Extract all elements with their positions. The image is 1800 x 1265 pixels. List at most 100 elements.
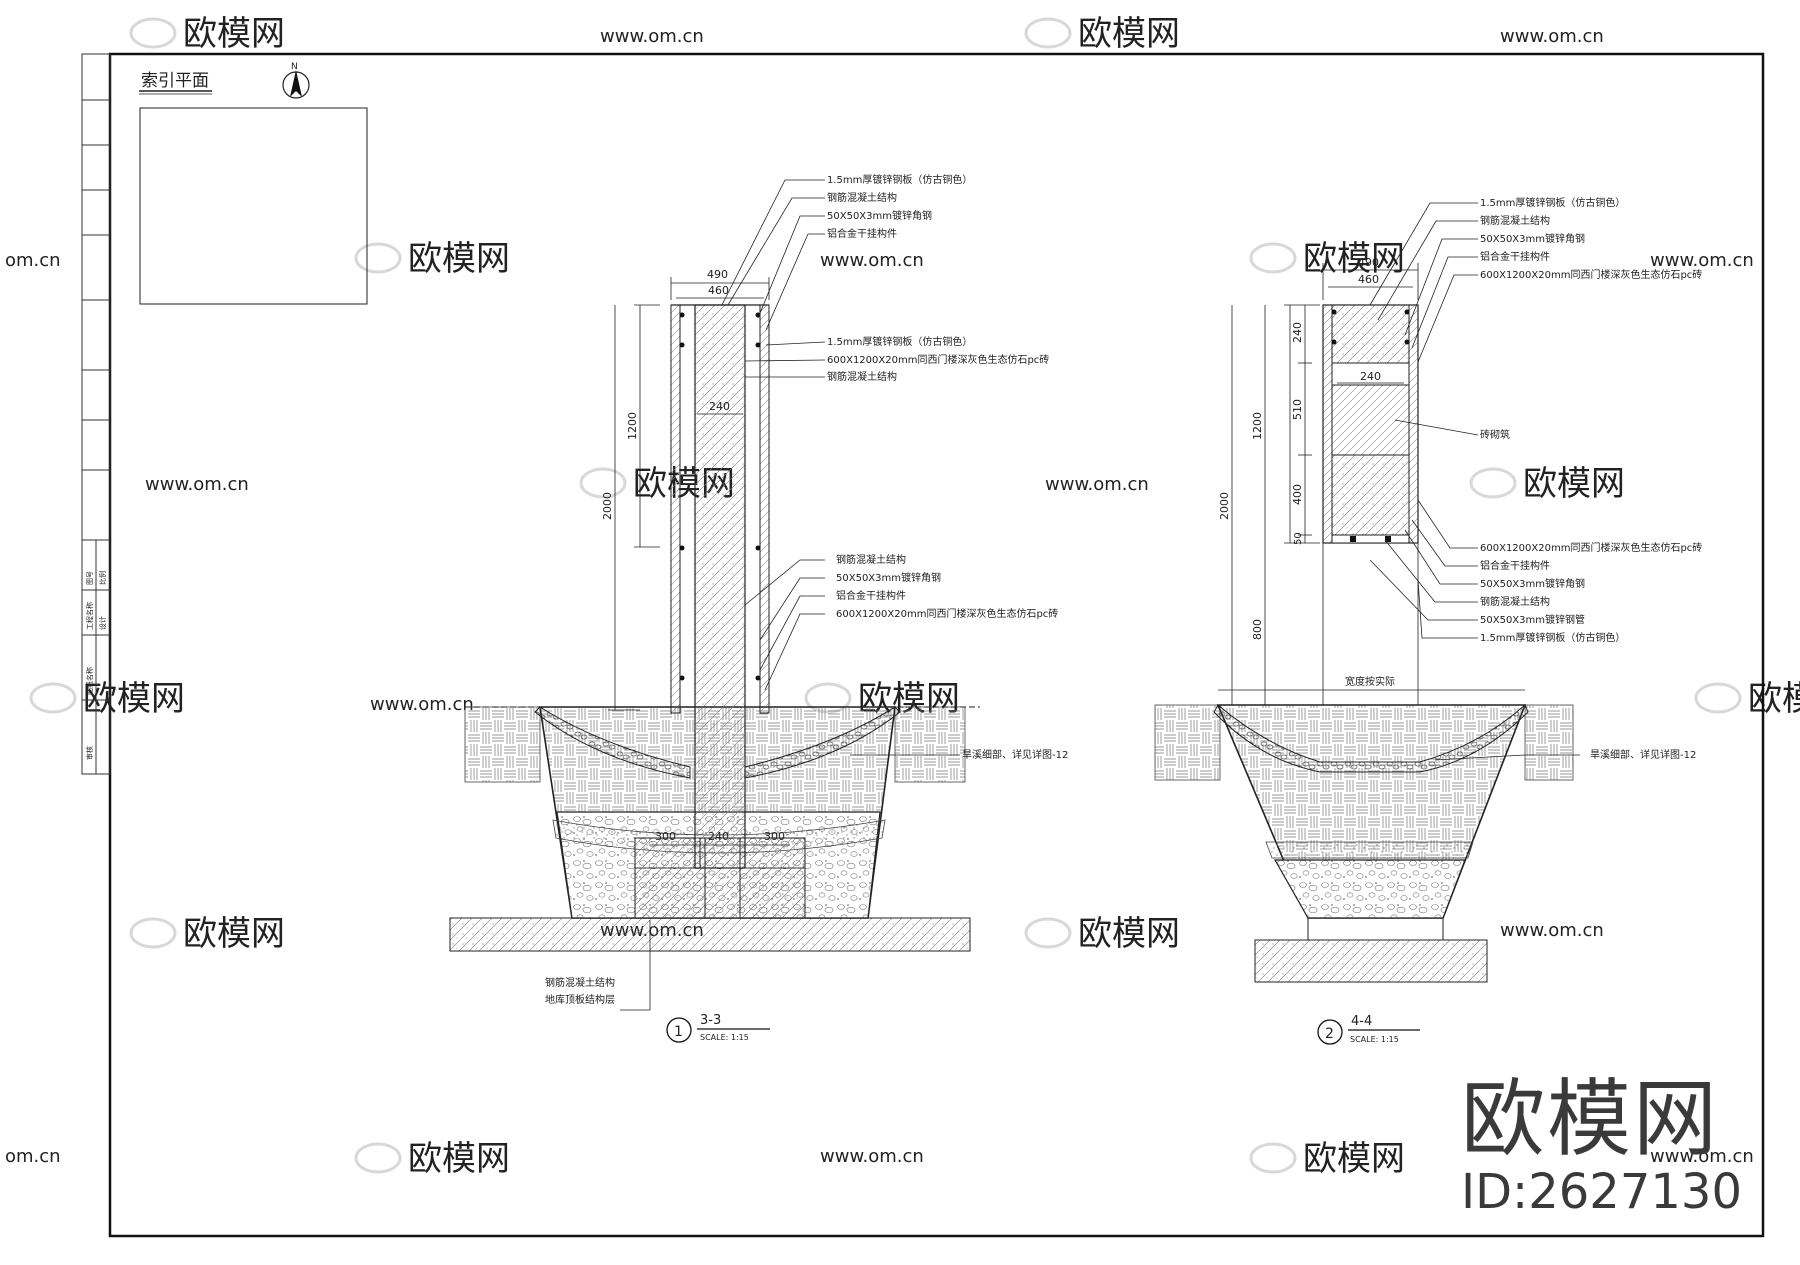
s2-pebble-crescent [1213,704,1529,773]
s1-scale: SCALE: 1:15 [700,1033,749,1042]
s1-number: 1 [674,1024,683,1040]
s2-label-top: 钢筋混凝土结构 [1480,214,1550,227]
s1-pebble-right [744,706,901,779]
s2-sand-layer [1265,841,1474,859]
s2-dim-800: 800 [1251,619,1264,640]
watermark-layer: 欧模网欧模网欧模网欧模网欧模网欧模网欧模网欧模网欧模网欧模网欧模网欧模网欧模网 … [5,14,1800,1179]
s2-number: 2 [1325,1026,1334,1042]
watermark-url-text: www.om.cn [145,474,249,495]
s2-title: 4-4 [1351,1014,1372,1029]
s2-label-low: 钢筋混凝土结构 [1480,595,1550,608]
s1-dim-2000: 2000 [601,492,614,520]
section-1-drawing: 490 460 240 1200 2000 300 240 300 1.5mm厚… [449,173,1068,1043]
sheet-border [108,52,1765,1238]
s2-dim-460: 460 [1358,273,1379,286]
s1-label-base: 钢筋混凝土结构 [545,976,615,989]
watermark-logo-icon: 欧模网 [1249,239,1405,279]
watermark-brand-text: 欧模网 [1748,679,1800,719]
s1-title-circle [666,1017,692,1043]
s1-label-mid: 1.5mm厚镀锌钢板（仿古铜色） [827,335,972,348]
s2-label-low: 1.5mm厚镀锌钢板（仿古铜色） [1480,631,1625,644]
title-block-text: 工程名称 [85,602,94,630]
title-block-text: 审核 [85,746,94,760]
title-block-text: 比例 [98,571,107,585]
s2-roof-slab [1254,939,1488,983]
s1-dim-460: 460 [708,284,729,297]
s1-label-low: 铝合金干挂构件 [836,589,906,602]
s2-label-top: 铝合金干挂构件 [1480,250,1550,263]
model-id: ID:2627130 [1460,1163,1742,1220]
s1-label-top: 1.5mm厚镀锌钢板（仿古铜色） [827,173,972,186]
s1-title: 3-3 [700,1013,721,1028]
north-arrow-icon: N [282,62,310,99]
s2-dim-240: 240 [1360,370,1381,383]
title-block-strip [81,53,111,775]
watermark-logo-icon: 欧模网 [1694,679,1800,719]
watermark-logo-icon: 欧模网 [29,679,185,719]
s2-dim-50: 50 [1293,532,1304,545]
s1-dim-300-right: 300 [764,830,785,843]
watermark-url-text: om.cn [5,1146,61,1167]
watermark-logo-icon: 欧模网 [129,914,285,954]
s1-label-creek: 旱溪细部、详见详图-12 [962,748,1068,761]
s1-pebble-left [534,706,691,779]
s1-dim-490: 490 [707,268,728,281]
watermark-brand-text: 欧模网 [1523,464,1625,504]
s1-column [694,304,746,869]
s1-label-low: 600X1200X20mm同西门楼深灰色生态仿石pc砖 [836,607,1058,620]
s2-label-top: 600X1200X20mm同西门楼深灰色生态仿石pc砖 [1480,268,1702,281]
watermark-logo-icon: 欧模网 [1024,914,1180,954]
watermark-brand-text: 欧模网 [1303,1139,1405,1179]
watermark-logo-icon: 欧模网 [354,239,510,279]
watermark-url-text: www.om.cn [370,694,474,715]
s1-label-low: 钢筋混凝土结构 [836,553,906,566]
s2-label-mid: 砖砌筑 [1480,428,1510,441]
brand-watermark: 欧模网 ID:2627130 [1461,1077,1742,1217]
index-plan-frame [139,107,368,305]
watermark-logo-icon: 欧模网 [1024,14,1180,54]
s2-width-note: 宽度按实际 [1345,675,1395,688]
s2-dim-h240: 240 [1291,322,1304,343]
s2-label-low: 600X1200X20mm同西门楼深灰色生态仿石pc砖 [1480,541,1702,554]
watermark-brand-text: 欧模网 [183,914,285,954]
watermark-brand-text: 欧模网 [183,14,285,54]
north-label: N [291,62,298,72]
watermark-url-text: www.om.cn [600,26,704,47]
s1-label-base: 地库顶板结构层 [545,993,615,1006]
s2-label-creek: 旱溪细部、详见详图-12 [1590,748,1696,761]
s2-dim-400: 400 [1291,484,1304,505]
s1-label-top: 50X50X3mm镀锌角钢 [827,209,932,222]
index-plan-title: 索引平面 [141,71,209,91]
s1-label-mid: 600X1200X20mm同西门楼深灰色生态仿石pc砖 [827,353,1049,366]
watermark-logo-icon: 欧模网 [129,14,285,54]
s1-dim-1200: 1200 [626,412,639,440]
watermark-logo-icon: 欧模网 [1469,464,1625,504]
watermark-brand-text: 欧模网 [1078,14,1180,54]
watermark-brand-text: 欧模网 [408,239,510,279]
title-block-texts: 图号 工程名称 图纸名称 比例 设计 审核 [85,571,107,760]
s2-title-circle [1317,1019,1343,1045]
index-plan: 索引平面 N [139,62,368,305]
s1-label-top: 铝合金干挂构件 [827,227,897,240]
watermark-url-text: www.om.cn [1500,26,1604,47]
s1-dim-240-top: 240 [709,400,730,413]
s2-label-low: 铝合金干挂构件 [1480,559,1550,572]
s2-dim-2000: 2000 [1218,492,1231,520]
s1-dim-240-bottom: 240 [708,830,729,843]
s1-dim-300-left: 300 [655,830,676,843]
watermark-url-text: www.om.cn [1650,250,1754,271]
watermark-logo-icon: 欧模网 [1249,1139,1405,1179]
watermark-url-text: om.cn [5,250,61,271]
watermark-brand-text: 欧模网 [408,1139,510,1179]
s2-dim-1200: 1200 [1251,412,1264,440]
watermark-logo-icon: 欧模网 [354,1139,510,1179]
s1-label-low: 50X50X3mm镀锌角钢 [836,571,941,584]
s2-label-low: 50X50X3mm镀锌钢管 [1480,613,1585,626]
brand-logo: 欧模网 [1460,1069,1719,1168]
watermark-url-text: www.om.cn [820,250,924,271]
watermark-url-text: www.om.cn [820,1146,924,1167]
watermark-brand-text: 欧模网 [1303,239,1405,279]
watermark-url-text: www.om.cn [1650,1146,1754,1167]
title-block-text: 图纸名称 [85,667,94,695]
